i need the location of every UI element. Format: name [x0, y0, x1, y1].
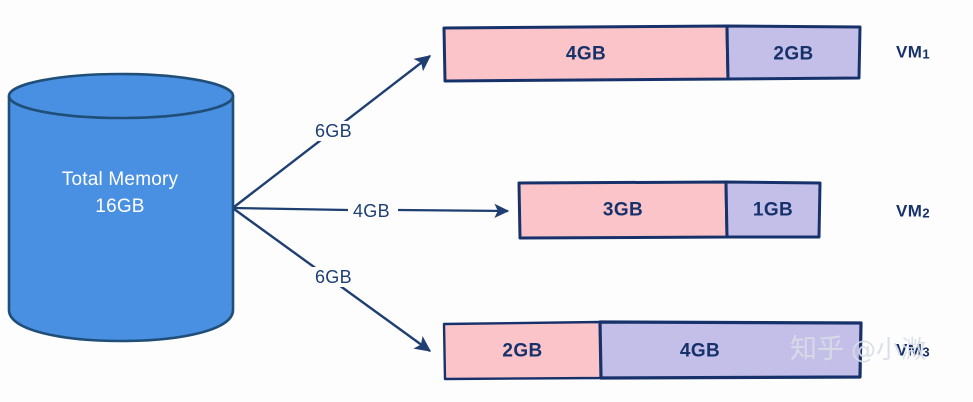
- vm-label-3-index: 3: [922, 344, 930, 360]
- vm3-segment-pink-label: 2GB: [502, 340, 543, 362]
- vm-label-2-name: VM: [896, 201, 923, 221]
- vm1-segment-purple-label: 2GB: [773, 43, 814, 65]
- vm-label-1-index: 1: [922, 46, 930, 62]
- vm2-segment-pink-label: 3GB: [602, 199, 644, 221]
- vm3-memory-bar: [442, 320, 863, 381]
- vm2-segment-purple-label: 1GB: [752, 199, 794, 221]
- total-memory-cylinder: [7, 72, 235, 343]
- flow-arrow-vm2-right: [397, 203, 510, 219]
- vm-label-1-name: VM: [896, 42, 923, 62]
- vm1-segment-pink-label: 4GB: [565, 43, 607, 65]
- flow-label-vm1: 6GB: [312, 121, 355, 141]
- vm3-segment-purple-label: 4GB: [679, 340, 721, 362]
- flow-label-vm3: 6GB: [312, 267, 355, 287]
- vm3-segment-purple: [598, 320, 863, 380]
- vm-label-2: VM2: [896, 203, 930, 220]
- vm-label-3-name: VM: [896, 340, 923, 360]
- vm1-segment-purple: [725, 24, 862, 81]
- vm-label-2-index: 2: [922, 205, 930, 221]
- vm-label-3: VM3: [896, 342, 930, 359]
- flow-arrow-vm2-left: [233, 206, 349, 212]
- vm-label-1: VM1: [896, 44, 930, 61]
- vm2-memory-bar: [517, 180, 822, 240]
- vm1-memory-bar: [442, 24, 862, 83]
- flow-label-vm2: 4GB: [350, 201, 393, 221]
- vm2-segment-purple: [724, 180, 822, 239]
